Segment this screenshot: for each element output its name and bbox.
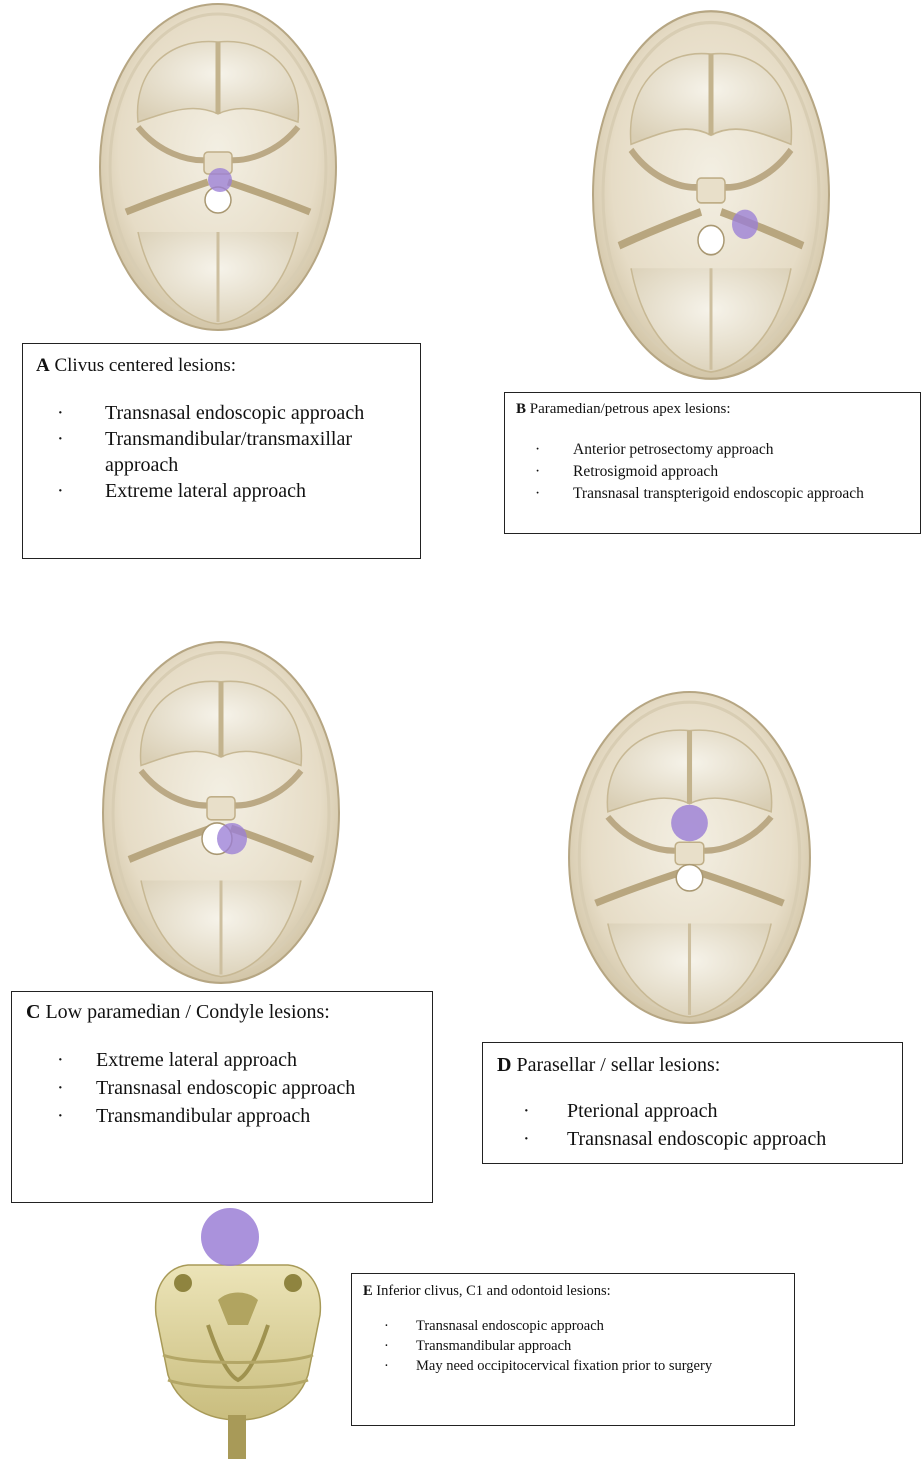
panel-d-box: D Parasellar / sellar lesions: ·Pteriona… [482, 1042, 903, 1164]
panel-a-list: ·Transnasal endoscopic approach ·Transma… [57, 400, 417, 504]
list-item: ·Transnasal endoscopic approach [523, 1125, 893, 1153]
skull-image-c [101, 640, 341, 985]
lesion-marker-b [732, 210, 758, 239]
list-item: ·Extreme lateral approach [57, 1046, 427, 1074]
list-item: ·Extreme lateral approach [57, 478, 417, 504]
panel-e-list: ·Transnasal endoscopic approach ·Transma… [384, 1316, 784, 1376]
list-item: ·Pterional approach [523, 1097, 893, 1125]
panel-c-list: ·Extreme lateral approach ·Transnasal en… [57, 1046, 427, 1130]
lesion-marker-c [217, 823, 247, 854]
skull-image-b [591, 9, 831, 381]
list-item: ·Anterior petrosectomy approach [535, 439, 905, 461]
panel-b-list: ·Anterior petrosectomy approach ·Retrosi… [535, 439, 905, 504]
list-item: ·Transnasal endoscopic approach [57, 400, 417, 426]
spine-image-e [148, 1205, 328, 1459]
panel-e-title: E Inferior clivus, C1 and odontoid lesio… [363, 1283, 611, 1300]
panel-d-title: D Parasellar / sellar lesions: [497, 1054, 720, 1077]
panel-a-box: A Clivus centered lesions: ·Transnasal e… [22, 343, 421, 559]
lesion-marker-a [208, 168, 232, 192]
skull-image-d [567, 690, 812, 1025]
list-item: ·Transmandibular approach [57, 1102, 427, 1130]
list-item: ·Transmandibular/transmaxillar approach [57, 426, 417, 478]
panel-c-title: C Low paramedian / Condyle lesions: [26, 1001, 330, 1024]
skull-image-a [98, 2, 338, 332]
list-item: ·Transnasal endoscopic approach [57, 1074, 427, 1102]
lesion-marker-e [201, 1208, 259, 1266]
list-item: ·Retrosigmoid approach [535, 461, 905, 483]
list-item: ·May need occipitocervical fixation prio… [384, 1356, 784, 1376]
panel-e-box: E Inferior clivus, C1 and odontoid lesio… [351, 1273, 795, 1426]
panel-d-list: ·Pterional approach ·Transnasal endoscop… [523, 1097, 893, 1153]
list-item: ·Transnasal endoscopic approach [384, 1316, 784, 1336]
list-item: ·Transnasal transpterigoid endoscopic ap… [535, 483, 905, 504]
lesion-marker-d [671, 805, 708, 842]
list-item: ·Transmandibular approach [384, 1336, 784, 1356]
panel-a-title: A Clivus centered lesions: [36, 355, 236, 377]
panel-c-box: C Low paramedian / Condyle lesions: ·Ext… [11, 991, 433, 1203]
panel-b-box: B Paramedian/petrous apex lesions: ·Ante… [504, 392, 921, 534]
panel-b-title: B Paramedian/petrous apex lesions: [516, 401, 731, 418]
